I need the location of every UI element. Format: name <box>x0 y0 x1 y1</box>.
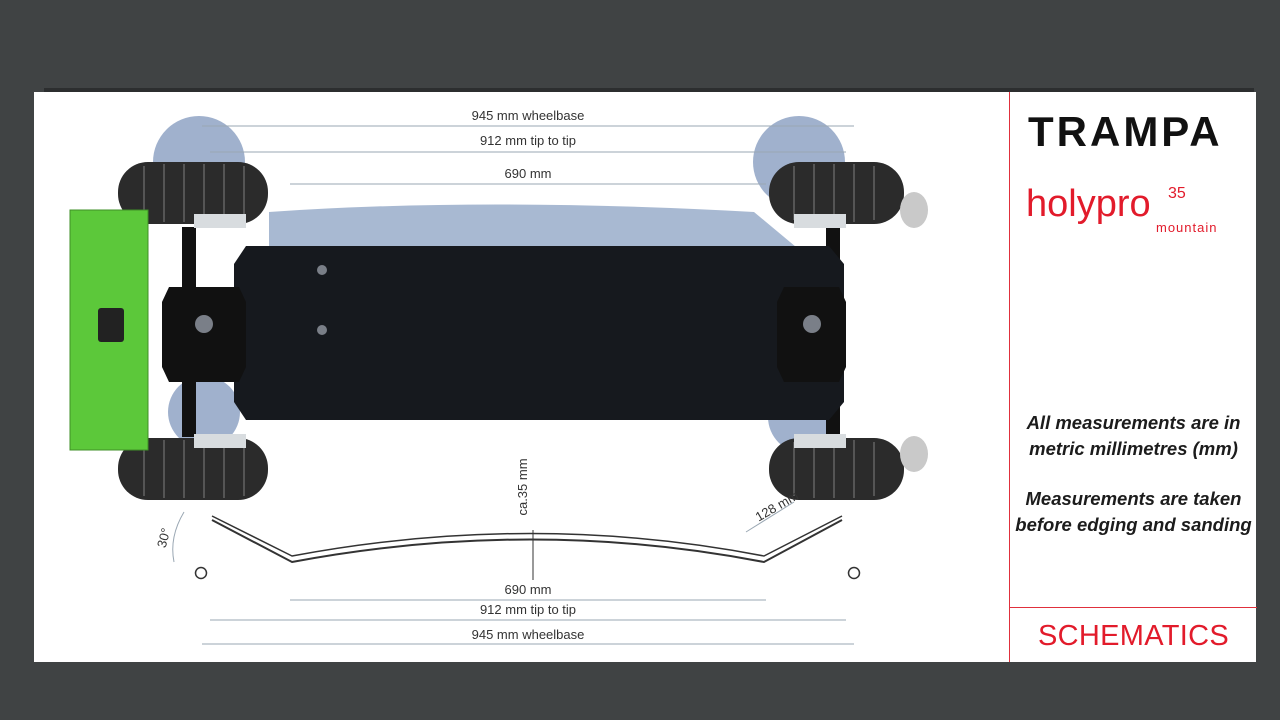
bottom-dimension-lines <box>202 599 854 645</box>
schematics-label: SCHEMATICS <box>1038 620 1229 652</box>
deck <box>234 246 844 420</box>
dim-top-wheelbase: 945 mm wheelbase <box>472 108 585 123</box>
schematics-footer: SCHEMATICS <box>1010 607 1257 663</box>
measurement-notes: All measurements are in metric millimetr… <box>1010 410 1257 562</box>
front-mount-plate <box>777 287 846 382</box>
deck-holes <box>195 265 821 335</box>
dim-concave: ca.35 mm <box>515 458 530 515</box>
note-before-edging: Measurements are taken before edging and… <box>1015 488 1252 535</box>
trampa-logo: TRAMPA <box>1028 108 1223 152</box>
dim-top-deck: 690 mm <box>505 166 552 181</box>
front-axle-marker <box>847 566 861 580</box>
svg-text:mountain: mountain <box>1156 220 1217 235</box>
info-panel: TRAMPA holypro 35 mountain All measureme… <box>1009 92 1257 662</box>
dim-kick-angle: 30° <box>154 526 174 549</box>
deck-profile <box>211 519 843 564</box>
top-divider-line <box>44 88 1254 92</box>
wheels <box>118 162 928 500</box>
schematic-sheet: 945 mm wheelbase 912 mm tip to tip 690 m… <box>34 92 1257 662</box>
svg-text:35: 35 <box>1168 185 1186 202</box>
dim-top-tip-to-tip: 912 mm tip to tip <box>480 133 576 148</box>
battery-display <box>98 308 124 342</box>
holypro-logo: holypro 35 mountain <box>1026 183 1217 235</box>
board-schematic-drawing: 945 mm wheelbase 912 mm tip to tip 690 m… <box>69 108 928 645</box>
dim-bottom-tip-to-tip: 912 mm tip to tip <box>480 602 576 617</box>
svg-text:TRAMPA: TRAMPA <box>1028 108 1223 152</box>
dim-bottom-deck: 690 mm <box>505 582 552 597</box>
svg-text:holypro: holypro <box>1026 183 1151 225</box>
dim-kick-length: 128 mm <box>753 488 801 524</box>
note-metric: All measurements are in metric millimetr… <box>1026 412 1241 459</box>
rear-mount-plate <box>162 287 246 382</box>
dim-bottom-wheelbase: 945 mm wheelbase <box>472 627 585 642</box>
top-dimension-lines <box>202 125 854 185</box>
rear-axle-marker <box>194 566 208 580</box>
